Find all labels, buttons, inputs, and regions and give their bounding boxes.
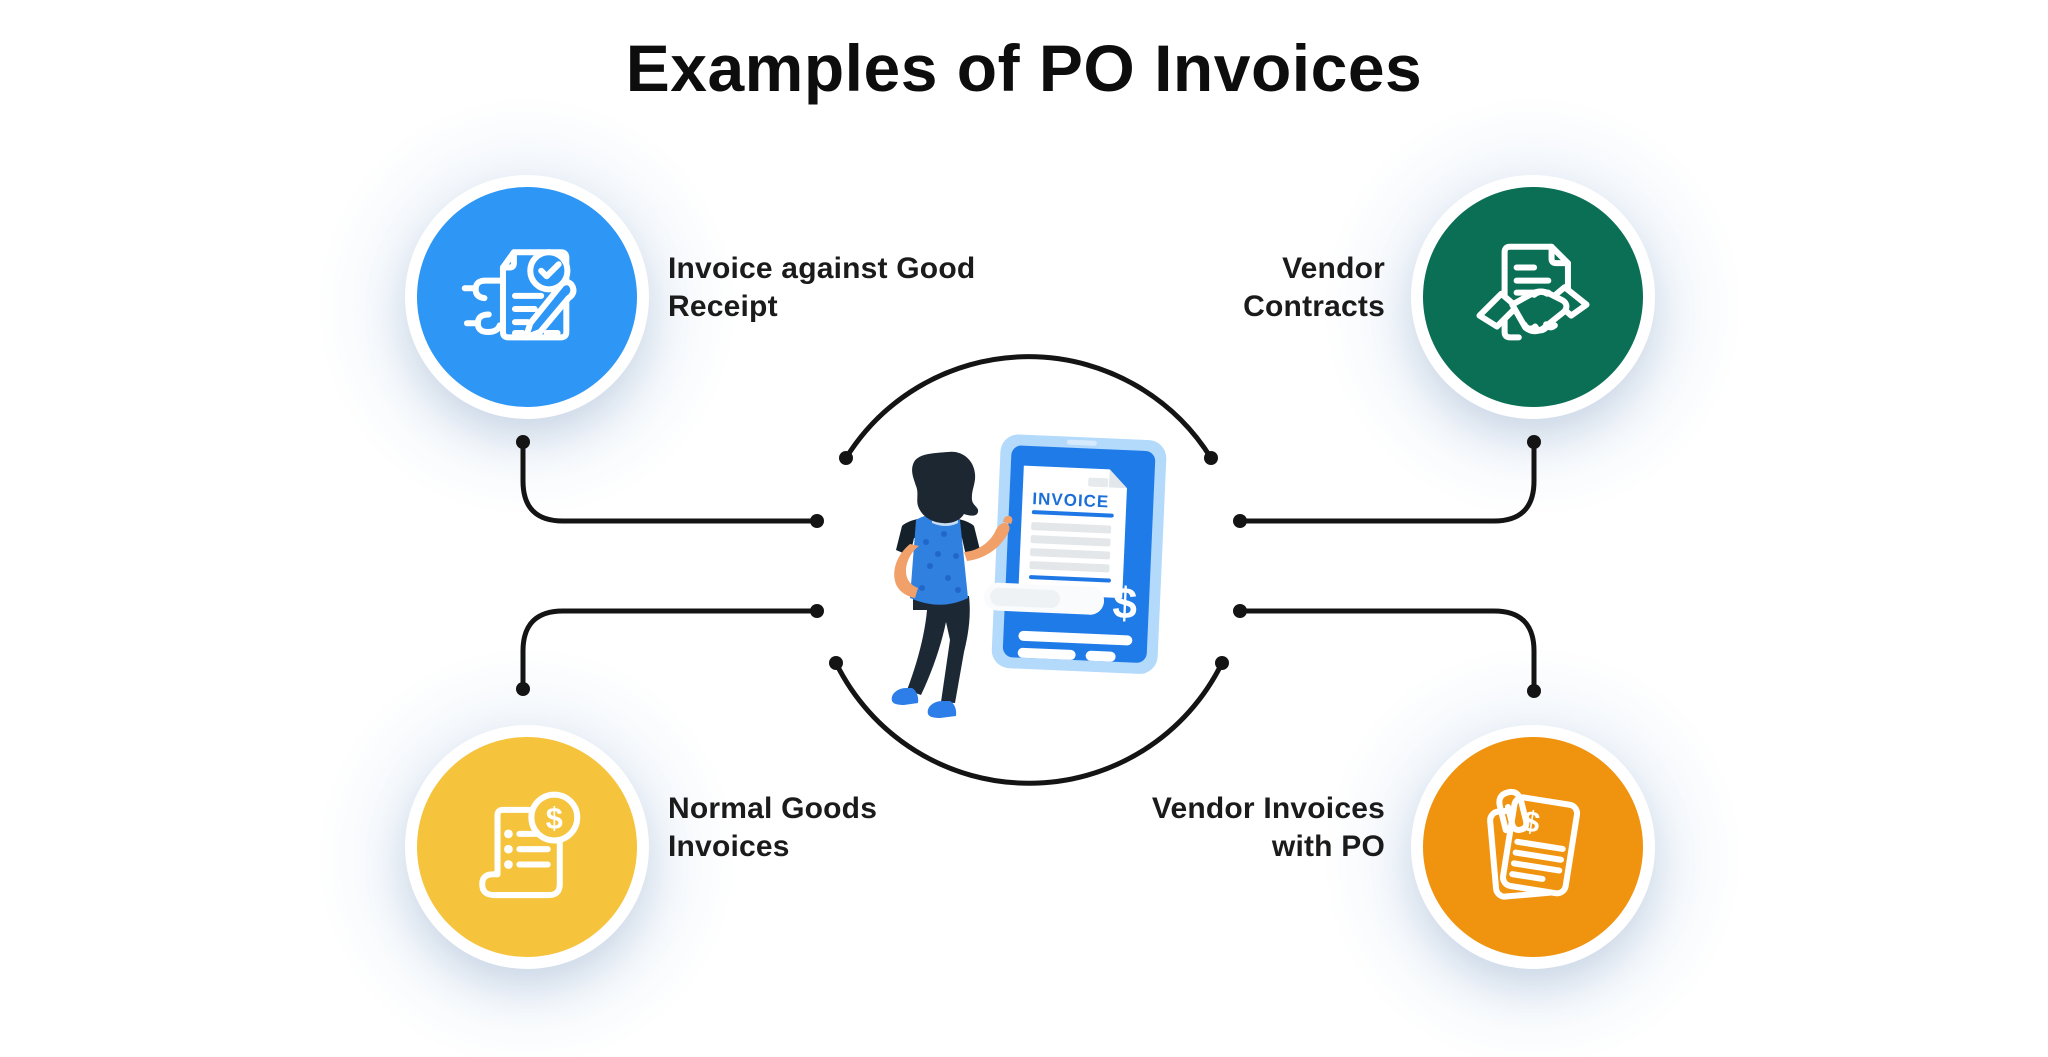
node-invoice-against-good-receipt [405, 175, 649, 419]
label-line: Contracts [1243, 290, 1385, 323]
document-check-pen-icon [461, 249, 577, 341]
label-line: Invoice against Good [668, 252, 976, 285]
phone-frame [991, 434, 1167, 674]
connector-lines [520, 354, 1537, 786]
label-line: Vendor [1282, 252, 1385, 285]
dollar-glyph: $ [546, 801, 563, 835]
center-bottom-arc [833, 660, 1225, 786]
node-vendor-contracts [1411, 175, 1655, 419]
node-circle-fill: $ [417, 737, 637, 957]
connector-dots [516, 435, 1541, 698]
phone-screen [1002, 445, 1156, 663]
connector-top-left [520, 439, 820, 524]
connector-top-right [1237, 439, 1537, 524]
shirt-sleeves [896, 517, 980, 556]
label-line: Receipt [668, 290, 778, 323]
contract-handshake-icon [1476, 243, 1590, 341]
center-top-arc [843, 354, 1214, 461]
label-vendor-invoices-with-po: Vendor Invoices with PO [1152, 790, 1385, 866]
hand [1003, 515, 1013, 524]
phone-notch [1066, 439, 1097, 446]
node-circle-fill: $ [1423, 737, 1643, 957]
node-vendor-invoices-with-po: $ [1411, 725, 1655, 969]
vest-pattern [919, 531, 961, 593]
scroll-roll [984, 582, 1105, 615]
scroll-curl [1076, 586, 1105, 615]
connector-bottom-right [1237, 608, 1537, 694]
label-line: with PO [1271, 830, 1385, 863]
right-shoe [927, 701, 957, 718]
screen-dollar-glyph: $ [1112, 579, 1139, 629]
label-line: Invoices [668, 830, 790, 863]
node-circle-fill [1423, 187, 1643, 407]
person-illustration [891, 451, 1013, 718]
receipt-dollar-icon: $ [479, 791, 581, 899]
label-vendor-contracts: Vendor Contracts [1243, 250, 1385, 326]
face [958, 468, 973, 509]
page-title: Examples of PO Invoices [625, 31, 1423, 105]
left-shoe [891, 688, 919, 705]
label-line: Normal Goods [668, 792, 878, 825]
label-line: Vendor Invoices [1151, 792, 1385, 825]
neck [940, 508, 952, 518]
hair [912, 451, 979, 524]
right-arm [964, 522, 1010, 561]
node-circle-fill [417, 187, 637, 407]
label-normal-goods-invoices: Normal Goods Invoices [668, 790, 877, 866]
connector-bottom-left [520, 608, 820, 692]
left-arm [894, 544, 919, 598]
collar [932, 516, 958, 526]
invoice-heading: INVOICE [1032, 489, 1110, 511]
phone-invoice-illustration: INVOICE $ [984, 434, 1167, 674]
label-invoice-against-good-receipt: Invoice against Good Receipt [668, 250, 975, 326]
pants [907, 596, 970, 703]
vest [910, 514, 968, 605]
invoice-paper: INVOICE [984, 465, 1127, 615]
node-normal-goods-invoices: $ [405, 725, 649, 969]
documents-paperclip-dollar-icon: $ [1487, 788, 1581, 900]
